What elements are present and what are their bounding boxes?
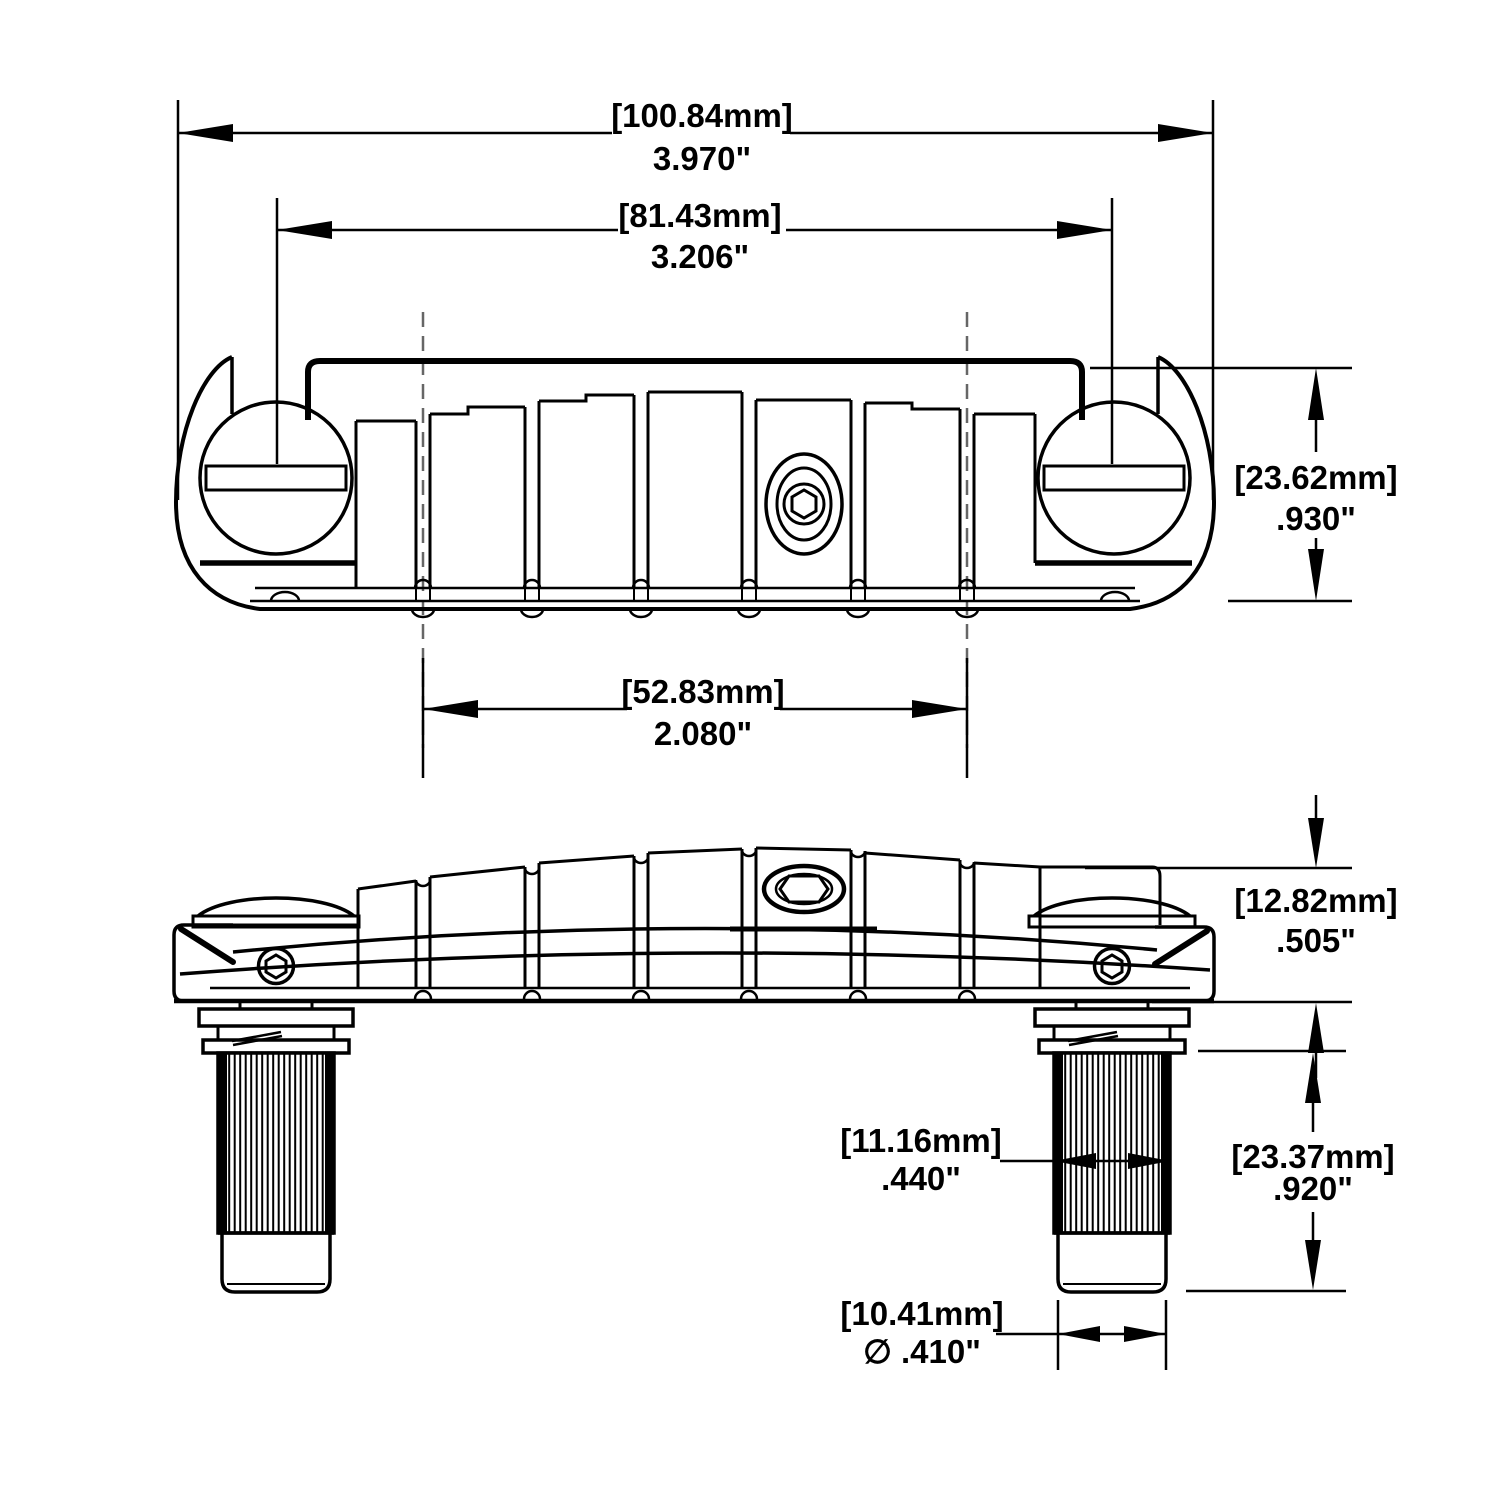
stud-bushing-left — [197, 999, 355, 1294]
dim-string-spread-metric: [52.83mm] — [621, 673, 784, 710]
top-view-body — [174, 355, 1216, 619]
arrow-right — [912, 700, 967, 718]
arrow-down — [1308, 818, 1324, 868]
dim-overall-width-imperial: 3.970" — [653, 140, 751, 177]
stud-bushing-right — [1033, 999, 1191, 1294]
arrow-right — [1128, 1153, 1170, 1169]
hex-socket-icon — [778, 874, 830, 904]
dim-tip-diameter-imperial: ∅ .410" — [863, 1333, 981, 1370]
dim-body-height-metric: [23.62mm] — [1234, 459, 1397, 496]
dim-stud-length-metric: [23.37mm] — [1231, 1138, 1394, 1175]
post-screw-right — [1036, 400, 1192, 556]
side-view-body — [172, 846, 1216, 1004]
dim-stud-length-imperial: .920" — [1273, 1170, 1353, 1207]
dim-overall-width: [100.84mm] 3.970" — [176, 97, 1215, 500]
arrow-right — [1158, 124, 1213, 142]
dim-bushing-diameter-imperial: .440" — [881, 1160, 961, 1197]
dim-bridge-profile-height: [12.82mm] .505" — [1085, 795, 1398, 1078]
hex-adjuster-side — [730, 849, 877, 932]
body-top-edge — [305, 358, 1085, 420]
arrow-down — [1308, 549, 1324, 601]
saddle-blocks — [354, 390, 1037, 619]
arrow-right — [1057, 221, 1112, 239]
dim-post-spacing-imperial: 3.206" — [651, 238, 749, 275]
dim-bushing-diameter: [11.16mm] .440" — [840, 1122, 1170, 1197]
dim-tip-diameter: [10.41mm] ∅ .410" — [840, 1295, 1168, 1370]
arrow-left — [178, 124, 233, 142]
saddle-row-side — [356, 846, 1162, 1000]
dim-post-spacing-metric: [81.43mm] — [618, 197, 781, 234]
right-end-cap — [1155, 925, 1216, 1003]
dim-bridge-profile-height-metric: [12.82mm] — [1234, 882, 1397, 919]
arrow-up — [1308, 368, 1324, 420]
hex-adjuster-top — [764, 452, 844, 556]
arrow-right — [1124, 1326, 1166, 1342]
side-view: [12.82mm] .505" [23.37mm] .920" [11.16mm… — [172, 795, 1398, 1370]
arrow-left — [423, 700, 478, 718]
left-end-cap — [172, 923, 233, 1003]
dim-body-height: [23.62mm] .930" — [1090, 366, 1398, 603]
dim-tip-diameter-metric: [10.41mm] — [840, 1295, 1003, 1332]
arrow-left — [1058, 1326, 1100, 1342]
arrow-left — [1054, 1153, 1096, 1169]
top-view: [100.84mm] 3.970" [81.43mm] 3.206" — [174, 97, 1398, 778]
dim-overall-width-metric: [100.84mm] — [611, 97, 793, 134]
arrow-left — [277, 221, 332, 239]
dim-string-spread: [52.83mm] 2.080" — [421, 658, 969, 778]
body-outline — [174, 355, 1216, 611]
arrow-up — [1305, 1053, 1321, 1103]
dim-stud-length: [23.37mm] .920" — [1186, 1049, 1395, 1293]
dim-post-spacing: [81.43mm] 3.206" — [275, 197, 1114, 464]
dim-body-height-imperial: .930" — [1276, 500, 1356, 537]
dim-string-spread-imperial: 2.080" — [654, 715, 752, 752]
hex-socket-icon — [790, 488, 818, 520]
dim-bushing-diameter-metric: [11.16mm] — [840, 1122, 1001, 1159]
arrow-down — [1305, 1240, 1321, 1290]
dim-bridge-profile-height-imperial: .505" — [1276, 922, 1356, 959]
arrow-up — [1308, 1003, 1324, 1053]
